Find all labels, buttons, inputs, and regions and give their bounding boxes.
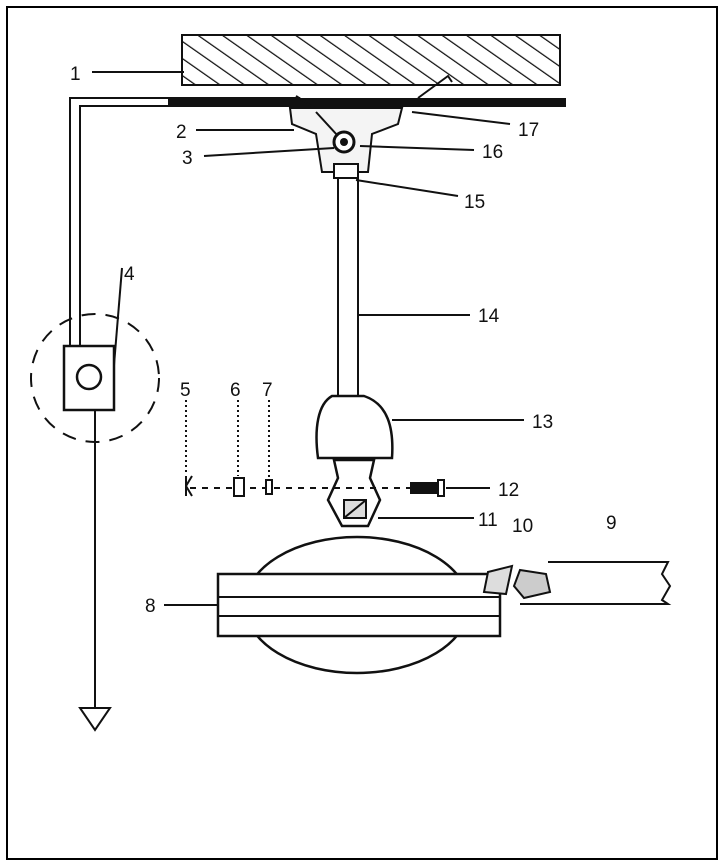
callout-17: 17 <box>518 120 539 141</box>
supply-wire <box>69 95 320 345</box>
canopy <box>315 394 394 460</box>
blade-clamp <box>482 564 552 600</box>
callout-2: 2 <box>176 122 187 143</box>
callout-7: 7 <box>262 380 273 401</box>
washer-part <box>233 477 245 497</box>
callout-14: 14 <box>478 306 500 327</box>
bolt-assembly <box>185 475 445 497</box>
callout-12: 12 <box>498 480 519 501</box>
callout-16: 16 <box>482 142 503 163</box>
callout-8: 8 <box>145 596 156 617</box>
earth-wire <box>78 410 112 732</box>
down-rod <box>337 177 359 397</box>
fan-blade <box>520 561 672 605</box>
callout-4: 4 <box>124 264 135 285</box>
callout-11: 11 <box>478 510 498 531</box>
ceiling-slab <box>181 34 561 86</box>
hook-bracket <box>288 107 404 173</box>
diagram-frame <box>6 6 718 860</box>
callout-3: 3 <box>182 148 193 169</box>
callout-6: 6 <box>230 380 241 401</box>
shackle-coupling <box>333 163 359 179</box>
clevis-joint <box>326 458 382 528</box>
callout-13: 13 <box>532 412 553 433</box>
callout-10: 10 <box>512 516 533 537</box>
support-beam <box>168 74 566 107</box>
leader-lines <box>92 71 524 606</box>
callout-labels: 1 2 3 4 5 6 7 8 9 10 11 12 13 14 15 16 1… <box>70 64 617 617</box>
nut-part <box>265 479 273 495</box>
regulator-box <box>30 313 160 443</box>
callout-1: 1 <box>70 64 81 85</box>
motor-body <box>216 535 502 675</box>
callout-9: 9 <box>606 513 617 534</box>
callout-15: 15 <box>464 192 485 213</box>
split-pin-part <box>185 475 193 497</box>
callout-5: 5 <box>180 380 191 401</box>
